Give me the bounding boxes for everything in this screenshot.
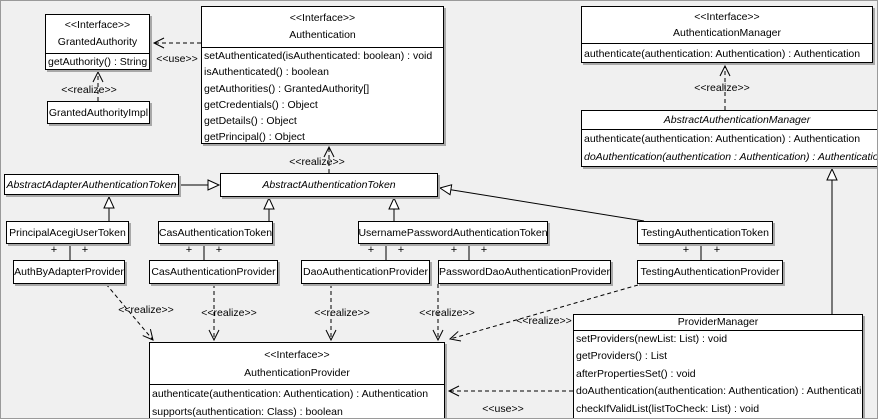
realize-label: <<realize>> [201, 307, 257, 319]
method-label: doAuthentication(authentication : Authen… [584, 151, 878, 163]
method-label: authenticate(authentication: Authenticat… [584, 48, 861, 60]
class-name: GrantedAuthorityImpl [48, 106, 149, 119]
realize-label: <<realize>> [314, 307, 370, 319]
class-name: AuthenticationManager [673, 27, 781, 39]
use-label: <<use>> [482, 403, 524, 415]
class-box-cas-authentication-provider: CasAuthenticationProvider [149, 260, 278, 284]
method-label: getDetails() : Object [204, 115, 297, 128]
class-name: CasAuthenticationToken [158, 226, 273, 239]
realize-label: <<realize>> [289, 156, 345, 168]
method-label: getAuthorities() : GrantedAuthority[] [204, 82, 370, 95]
method-label: getProviders() : List [576, 350, 668, 363]
generalization-testing-token [438, 184, 645, 222]
class-name: AbstractAdapterAuthenticationToken [6, 178, 177, 191]
class-box-authentication-provider: <<Interface>> AuthenticationProvider aut… [149, 342, 445, 418]
class-name: DaoAuthenticationProvider [303, 266, 428, 278]
realize-label: <<realize>> [419, 307, 475, 319]
class-name: TestingAuthenticationProvider [640, 266, 780, 278]
plus-label: + [215, 244, 223, 256]
class-box-granted-authority: <<Interface>> GrantedAuthority getAuthor… [45, 14, 150, 70]
class-box-username-password-authentication-token: UsernamePasswordAuthenticationToken [358, 221, 548, 244]
class-box-cas-authentication-token: CasAuthenticationToken [158, 221, 273, 244]
class-name: AuthByAdapterProvider [14, 266, 124, 278]
class-box-granted-authority-impl: GrantedAuthorityImpl [47, 101, 150, 124]
method-label: setProviders(newList: List) : void [576, 333, 728, 345]
stereotype-label: <<Interface>> [694, 11, 760, 23]
realize-label: <<realize>> [516, 315, 572, 327]
class-box-abstract-adapter-authentication-token: AbstractAdapterAuthenticationToken [4, 174, 179, 195]
method-label: afterPropertiesSet() : void [576, 367, 696, 380]
method-label: authenticate(authentication: Authenticat… [152, 388, 429, 400]
stereotype-label: <<Interface>> [64, 19, 131, 31]
method-label: isAuthenticated() : boolean [204, 66, 329, 79]
class-name: AbstractAuthenticationToken [262, 179, 396, 191]
realize-label: <<realize>> [694, 82, 750, 94]
class-box-authentication: <<Interface>> Authentication setAuthenti… [201, 6, 444, 144]
class-name: GrantedAuthority [57, 36, 138, 48]
method-label: authenticate(authentication: Authenticat… [584, 133, 861, 145]
class-name: Authentication [289, 29, 356, 41]
class-box-testing-authentication-token: TestingAuthenticationToken [637, 221, 773, 244]
method-label: doAuthentication(authentication: Authent… [576, 385, 862, 398]
realize-edge-authbyadapterprovider [105, 283, 154, 341]
plus-label: + [367, 244, 375, 256]
class-box-authentication-manager: <<Interface>> AuthenticationManager auth… [581, 6, 873, 63]
plus-label: + [50, 244, 58, 256]
class-box-testing-authentication-provider: TestingAuthenticationProvider [637, 260, 783, 284]
class-name: UsernamePasswordAuthenticationToken [358, 226, 548, 239]
method-label: setAuthenticated(isAuthenticated: boolea… [204, 50, 433, 62]
class-box-provider-manager: ProviderManager setProviders(newList: Li… [573, 314, 863, 418]
stereotype-label: <<Interface>> [264, 349, 330, 361]
class-name: CasAuthenticationProvider [151, 266, 276, 278]
realize-edge-testingprovider [448, 284, 639, 342]
plus-label: + [450, 244, 458, 256]
class-box-principal-acegi-user-token: PrincipalAcegiUserToken [6, 221, 129, 244]
use-label: <<use>> [156, 53, 198, 65]
plus-label: + [713, 244, 721, 256]
realize-label: <<realize>> [118, 304, 174, 316]
class-box-auth-by-adapter-provider: AuthByAdapterProvider [13, 260, 125, 284]
class-box-abstract-authentication-token: AbstractAuthenticationToken [220, 173, 438, 197]
realize-label: <<realize>> [61, 84, 117, 96]
method-label: getPrincipal() : Object [204, 131, 305, 144]
class-box-abstract-authentication-manager: AbstractAuthenticationManager authentica… [581, 110, 878, 167]
plus-label: + [682, 244, 690, 256]
class-name: AuthenticationProvider [244, 367, 350, 379]
method-label: supports(authentication: Class) : boolea… [152, 406, 343, 418]
plus-label: + [397, 244, 405, 256]
class-box-dao-authentication-provider: DaoAuthenticationProvider [301, 260, 430, 284]
plus-label: + [81, 244, 89, 256]
class-name: PrincipalAcegiUserToken [9, 226, 126, 239]
class-name: ProviderManager [677, 316, 759, 328]
method-label: getCredentials() : Object [204, 98, 318, 111]
plus-label: + [480, 244, 488, 256]
class-name: AbstractAuthenticationManager [663, 114, 811, 126]
method-label: checkIfValidList(listToCheck: List) : vo… [576, 402, 760, 415]
class-box-password-dao-authentication-provider: PasswordDaoAuthenticationProvider [438, 260, 611, 284]
class-name: PasswordDaoAuthenticationProvider [439, 266, 611, 278]
method-label: getAuthority() : String [48, 56, 148, 68]
plus-label: + [185, 244, 193, 256]
stereotype-label: <<Interface>> [289, 12, 356, 24]
class-name: TestingAuthenticationToken [641, 226, 769, 239]
